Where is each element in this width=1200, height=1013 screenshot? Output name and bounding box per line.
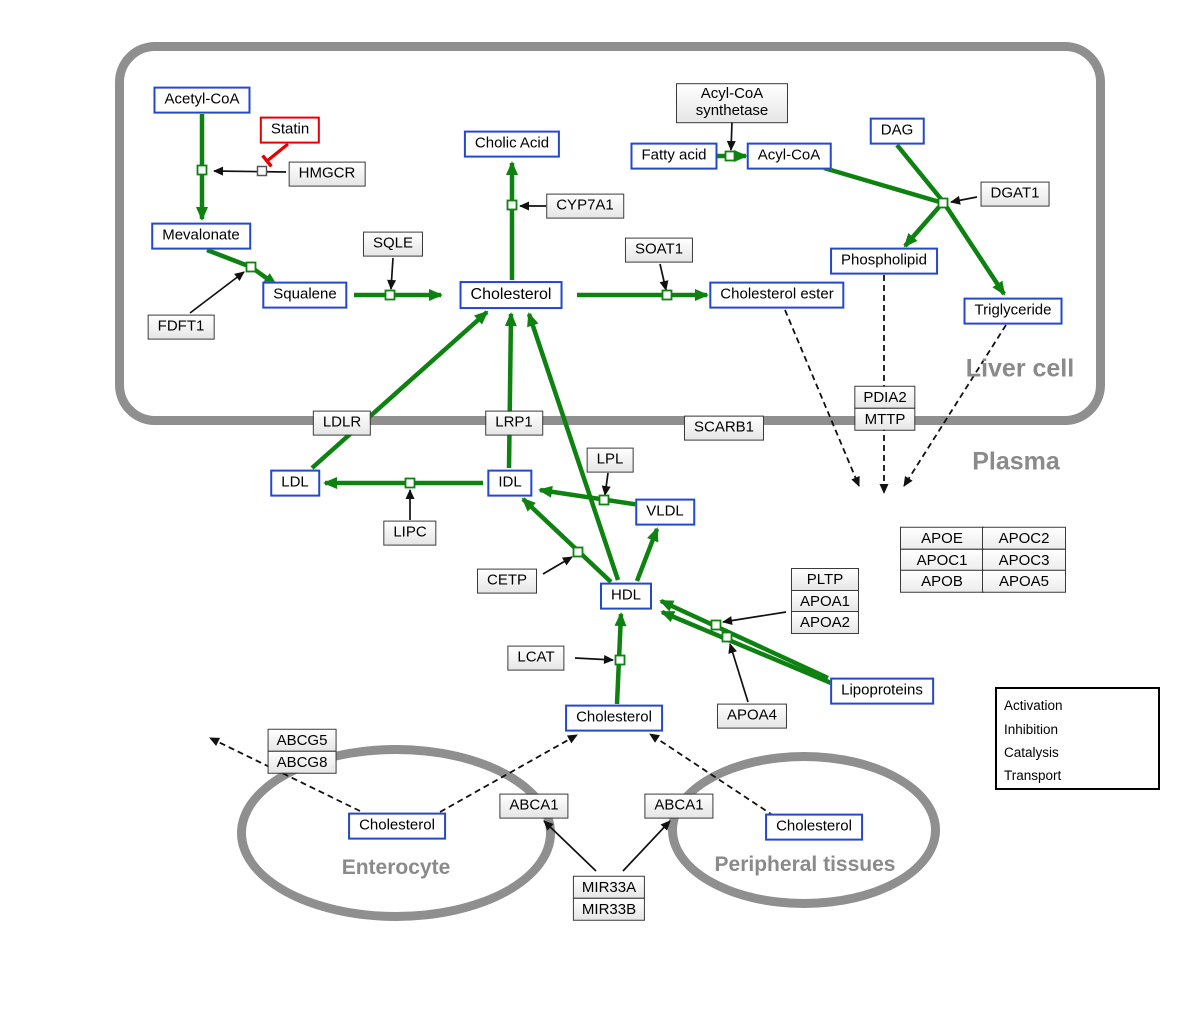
node-fdft1[interactable]: FDFT1 [147, 314, 215, 340]
node-idl[interactable]: IDL [487, 469, 533, 497]
node-acyl-coa[interactable]: Acyl-CoA [746, 142, 832, 170]
node-lipoproteins[interactable]: Lipoproteins [830, 677, 934, 705]
catalysis-cetp [542, 556, 573, 575]
node-apob[interactable]: APOB [900, 570, 984, 593]
node-cyp7a1[interactable]: CYP7A1 [546, 193, 624, 219]
legend-activation-label: Activation [1004, 698, 1063, 713]
node-abcg5[interactable]: ABCG5 [267, 728, 337, 752]
node-pdia2[interactable]: PDIA2 [854, 385, 916, 409]
node-cholesterol-peripheral[interactable]: Cholesterol [765, 813, 863, 841]
node-cholesterol-ester[interactable]: Cholesterol ester [709, 281, 845, 309]
node-squalene[interactable]: Squalene [262, 281, 348, 309]
regulation-mir33-to-abca1-right [622, 820, 671, 872]
node-acyl-coa-synthetase[interactable]: Acyl-CoA synthetase [676, 83, 788, 123]
catalysis-lpl [601, 472, 611, 496]
liver-cell-outline [115, 42, 1105, 425]
catalysis-lcat [574, 655, 614, 665]
mir33-group: MIR33A MIR33B [572, 875, 646, 921]
node-lipc[interactable]: LIPC [383, 520, 437, 546]
node-abca1-right[interactable]: ABCA1 [644, 793, 714, 819]
node-sqle[interactable]: SQLE [362, 231, 424, 257]
pltp-apoa-group: PLTP APOA1 APOA2 [790, 568, 860, 634]
legend-catalysis-label: Catalysis [1004, 745, 1059, 760]
apolipoprotein-table: APOE APOC2 APOC1 APOC3 APOB APOA5 [900, 527, 1066, 593]
node-abca1-left[interactable]: ABCA1 [499, 793, 569, 819]
enterocyte-label: Enterocyte [341, 856, 451, 879]
node-soat1[interactable]: SOAT1 [624, 237, 694, 263]
node-dgat1[interactable]: DGAT1 [980, 181, 1050, 207]
node-apoa2[interactable]: APOA2 [790, 611, 860, 634]
node-lcat[interactable]: LCAT [507, 645, 565, 671]
node-lpl[interactable]: LPL [586, 447, 634, 473]
node-cetp[interactable]: CETP [476, 568, 538, 594]
node-apoa4[interactable]: APOA4 [716, 703, 788, 729]
node-phospholipid[interactable]: Phospholipid [830, 247, 938, 275]
node-apoc2[interactable]: APOC2 [982, 527, 1066, 550]
node-triglyceride[interactable]: Triglyceride [963, 297, 1063, 325]
peripheral-tissues-label: Peripheral tissues [714, 853, 896, 876]
catalysis-apoa4 [728, 643, 749, 703]
edge-hdl-to-vldl [634, 527, 660, 582]
node-statin[interactable]: Statin [259, 116, 321, 144]
edge-plasma-cholesterol-to-hdl [614, 612, 627, 705]
node-apoe[interactable]: APOE [900, 527, 984, 550]
node-mevalonate[interactable]: Mevalonate [151, 222, 251, 250]
abcg-group: ABCG5 ABCG8 [267, 728, 337, 774]
node-apoa1[interactable]: APOA1 [790, 589, 860, 613]
node-pltp[interactable]: PLTP [790, 568, 860, 591]
node-fatty-acid[interactable]: Fatty acid [630, 142, 718, 170]
node-apoc1[interactable]: APOC1 [900, 548, 984, 572]
node-cholic-acid[interactable]: Cholic Acid [463, 130, 561, 158]
legend-inhibition-label: Inhibition [1004, 722, 1059, 737]
node-cholesterol-enterocyte[interactable]: Cholesterol [348, 812, 446, 840]
legend-transport-label: Transport [1004, 768, 1062, 783]
node-ldl[interactable]: LDL [270, 469, 320, 497]
edge-vldl-to-idl [538, 485, 641, 508]
node-hdl[interactable]: HDL [599, 582, 653, 610]
node-ldlr[interactable]: LDLR [312, 410, 372, 436]
node-acetyl-coa[interactable]: Acetyl-CoA [153, 86, 251, 114]
node-cholesterol-liver[interactable]: Cholesterol [459, 281, 563, 309]
node-abcg8[interactable]: ABCG8 [267, 750, 337, 774]
node-lrp1[interactable]: LRP1 [485, 410, 543, 436]
peripheral-tissues-outline [668, 752, 940, 908]
plasma-label: Plasma [972, 447, 1060, 476]
node-apoc3[interactable]: APOC3 [982, 548, 1066, 572]
node-mir33b[interactable]: MIR33B [572, 897, 646, 921]
node-scarb1[interactable]: SCARB1 [683, 415, 765, 441]
pdia2-mttp-group: PDIA2 MTTP [854, 385, 916, 431]
node-cholesterol-plasma[interactable]: Cholesterol [565, 704, 663, 732]
liver-cell-label: Liver cell [965, 354, 1075, 383]
node-vldl[interactable]: VLDL [635, 498, 695, 526]
node-hmgcr[interactable]: HMGCR [288, 161, 366, 187]
catalysis-pltp-apoa1-apoa2 [722, 611, 787, 626]
node-dag[interactable]: DAG [869, 117, 925, 145]
node-apoa5[interactable]: APOA5 [982, 570, 1066, 593]
node-mir33a[interactable]: MIR33A [572, 875, 646, 899]
node-mttp[interactable]: MTTP [854, 407, 916, 431]
